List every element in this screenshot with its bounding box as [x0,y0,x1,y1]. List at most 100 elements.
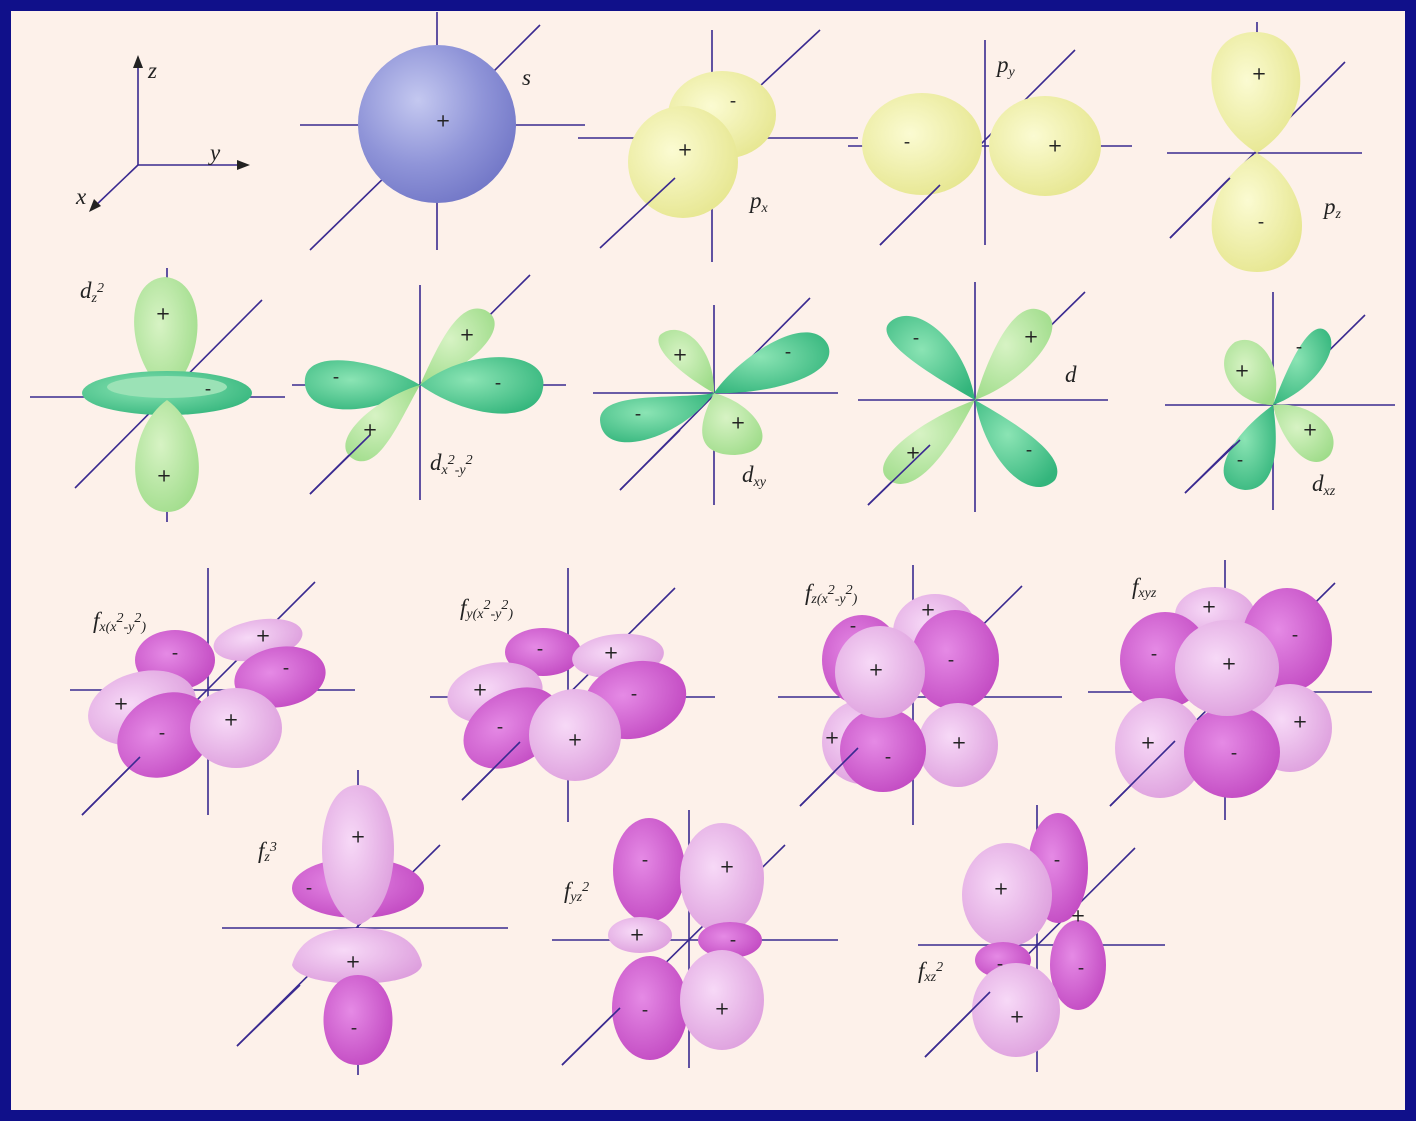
orbital-fx-x2-y2: - + - + - + fx(x2-y2) [70,568,355,816]
fz-lobe-6 [840,708,926,792]
fyz2-minus-2: - [730,930,737,951]
fx-minus-1: - [172,643,179,664]
fxz2-plus-1: + [993,879,1008,900]
px-minus: - [730,91,737,112]
fxz2-minus-3: - [1078,958,1085,979]
fy-lobe-6 [529,689,621,781]
fyz2-minus-1: - [642,850,649,871]
dz2-torus-hole [107,376,227,398]
fxyz-plus-2: + [1221,654,1236,675]
px-front-lobe [628,106,738,218]
orbital-fz-x2-y2: + - - + + - + fz(x2-y2) [778,565,1062,825]
dxz-plus-2: + [1302,420,1317,441]
d-minus-1: - [913,328,920,349]
dz2-label: dz2 [80,278,104,306]
dx2y2-bottom-lobe [345,385,420,462]
x-label: x [75,184,87,209]
fx-minus-3: - [159,723,166,744]
dxz-front-bottom-lobe [1223,405,1276,490]
fz-plus-3: + [824,728,839,749]
d-lobe-lower-left [883,400,975,484]
fxyz-minus-1: - [1292,625,1299,646]
orbital-dx2-y2: - + - + dx2-y2 [292,274,566,500]
py-left-lobe [862,93,982,195]
dx2y2-right-lobe [420,357,544,414]
fxyz-lobe-7 [1175,620,1279,716]
fz3-lower-torus [292,928,422,984]
dx2y2-minus-right: - [495,373,502,394]
fx-plus-3: + [223,710,238,731]
pz-minus: - [1258,212,1265,233]
fz3-bottom-lobe [323,975,393,1065]
fz3-top-lobe [322,785,394,925]
fxz2-label: fxz2 [918,958,943,985]
fyz2-minus-3: - [642,1000,649,1021]
d-plus-1: + [1023,327,1038,348]
orbital-dz2: + - + dz2 [30,268,285,522]
orbital-px: - + px [578,29,858,262]
fy-minus-3: - [497,717,504,738]
py-plus: + [1047,136,1062,157]
dxy-front-left-lobe [600,393,714,443]
fz-lobe-5 [918,703,998,787]
fyz2-lobe-5 [612,956,688,1060]
orbital-pz: + - pz [1167,22,1362,272]
dz2-bottom-lobe [135,400,199,512]
fx-lobe-3 [234,646,326,708]
fz-lobe-3 [911,610,999,710]
py-minus: - [904,132,911,153]
dxz-minus-1: - [1296,337,1303,358]
z-label: z [147,58,157,83]
orbital-fxyz: + - - + + + - fxyz [1088,560,1372,820]
fxz2-minus-2: - [997,954,1004,975]
orbital-fxz2: - + + - - + fxz2 [918,805,1165,1072]
dxy-plus-1: + [672,345,687,366]
y-arrow-head [237,160,250,170]
fxyz-minus-3: - [1231,743,1238,764]
d-lobe-upper-right [975,308,1053,400]
fxyz-plus-1: + [1201,597,1216,618]
fz3-label: fz3 [258,838,277,865]
d-plus-2: + [905,443,920,464]
dx2y2-label: dx2-y2 [430,450,473,478]
fy-minus-1: - [537,639,544,660]
fyz2-plus-1: + [719,857,734,878]
dxz-plus-1: + [1234,361,1249,382]
fxz2-lobe-2 [1050,920,1106,1010]
fyz2-lobe-4 [698,922,762,958]
y-label: y [208,140,221,165]
py-label: py [995,52,1016,80]
fxyz-plus-4: + [1140,733,1155,754]
x-axis-arrow [92,164,139,209]
fxyz-label: fxyz [1132,574,1157,601]
dxy-label: dxy [742,462,767,490]
fx-lobe-6 [190,688,282,768]
fy-minus-2: - [631,684,638,705]
px-plus: + [677,140,692,161]
dxz-front-top-lobe [1224,339,1277,405]
dx2y2-plus-bottom: + [362,420,377,441]
dxy-front-right-lobe [702,393,763,455]
dz2-top-lobe [134,277,198,395]
fxz2-lobe-5 [972,963,1060,1057]
fz-plus-2: + [868,660,883,681]
fz3-minus-2: - [351,1018,358,1039]
orbital-fz3: + - + - fz3 [222,770,508,1075]
fyz2-plus-2: + [629,925,644,946]
coordinate-frame: z y x [75,55,250,212]
fxyz-lobe-5 [1115,698,1205,798]
s-label: s [522,65,531,90]
d-lobe-upper-left [886,315,975,400]
fxyz-plus-3: + [1292,712,1307,733]
fx-minus-2: - [283,658,290,679]
dxy-back-left-lobe [658,329,715,393]
fy-plus-2: + [472,680,487,701]
fyz2-label: fyz2 [564,878,589,905]
fx-plus-1: + [255,626,270,647]
fxyz-minus-2: - [1151,644,1158,665]
dxz-back-bottom-lobe [1273,404,1334,463]
pz-label: pz [1322,194,1342,222]
dxz-minus-2: - [1237,450,1244,471]
fy-label: fy(x2-y2) [460,595,513,622]
d-minus-2: - [1026,440,1033,461]
